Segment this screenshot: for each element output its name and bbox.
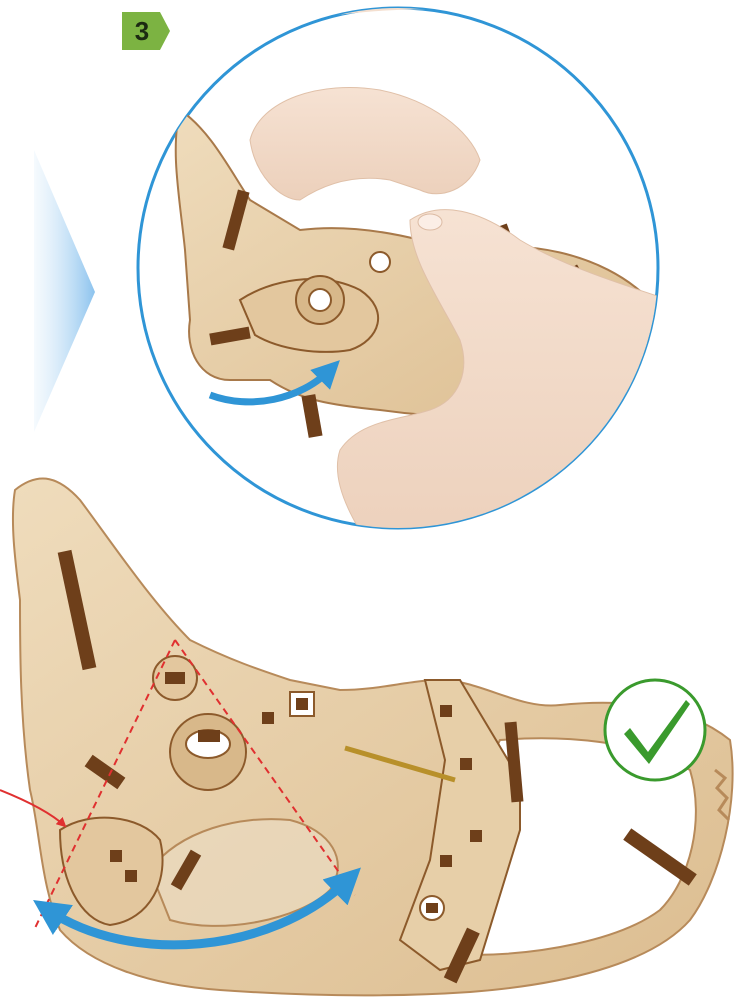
chevron-right-icon: [34, 150, 95, 432]
step-number: 3: [122, 12, 162, 50]
checkmark-icon: [605, 680, 705, 780]
step-badge: 3: [122, 12, 172, 50]
detail-magnifier-circle: [138, 0, 720, 560]
